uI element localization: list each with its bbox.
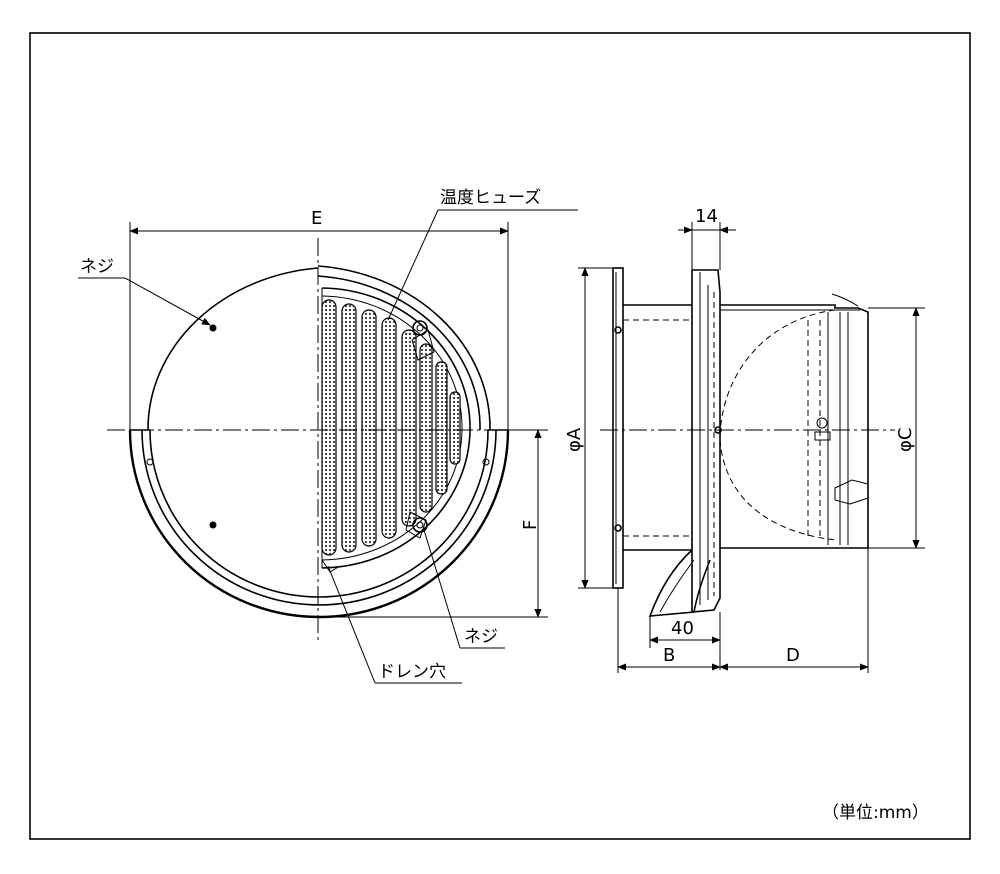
dimension-E bbox=[129, 222, 509, 430]
label-screw-bottom: ネジ bbox=[464, 627, 498, 647]
dimension-D bbox=[719, 548, 869, 673]
dim-F-label: F bbox=[520, 520, 541, 530]
screw-lower bbox=[209, 521, 217, 529]
front-view bbox=[107, 238, 545, 640]
screw-top bbox=[209, 324, 217, 332]
grille-slats bbox=[321, 299, 461, 556]
dim-phiA-label: φA bbox=[564, 427, 585, 452]
dim-14-label: 14 bbox=[695, 206, 718, 227]
dimension-B bbox=[617, 588, 721, 673]
dim-40-label: 40 bbox=[671, 618, 694, 639]
dimension-phiC bbox=[868, 307, 925, 549]
dim-phiC-label: φC bbox=[895, 428, 916, 452]
dimension-phiA bbox=[578, 267, 613, 589]
dimension-40 bbox=[649, 612, 721, 670]
label-thermal-fuse: 温度ヒューズ bbox=[440, 188, 541, 208]
dim-B-label: B bbox=[663, 645, 675, 666]
dim-E-label: E bbox=[311, 208, 322, 229]
dimension-14 bbox=[678, 222, 736, 270]
leader-drain-hole bbox=[327, 565, 462, 684]
leader-thermal-fuse bbox=[387, 209, 578, 321]
leader-screw-top bbox=[78, 277, 211, 326]
unit-note: （単位:mm） bbox=[822, 803, 929, 823]
label-drain-hole: ドレン穴 bbox=[378, 662, 446, 682]
dim-D-label: D bbox=[786, 645, 800, 666]
dimension-F bbox=[318, 429, 548, 618]
drawing-frame bbox=[29, 32, 971, 840]
label-screw-top: ネジ bbox=[80, 257, 114, 277]
side-view bbox=[600, 267, 895, 617]
leader-screw-bottom bbox=[423, 529, 505, 649]
